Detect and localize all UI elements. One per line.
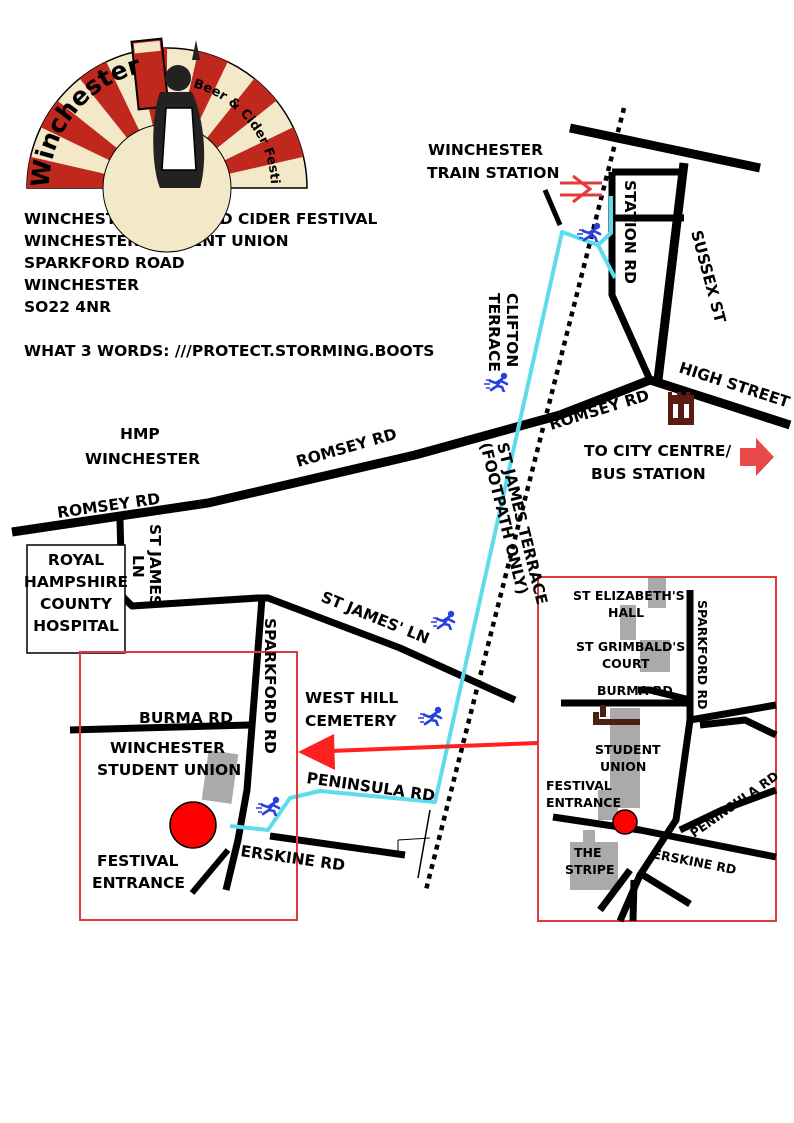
city-centre-label: TO CITY CENTRE/ bbox=[584, 442, 732, 460]
city-centre-label: BUS STATION bbox=[591, 465, 706, 483]
inset-erskine-rd-label: ERSKINE RD bbox=[651, 846, 737, 877]
station-link bbox=[612, 168, 684, 222]
train-station-label: WINCHESTER bbox=[428, 141, 543, 159]
walking-person-icon bbox=[484, 372, 509, 392]
west-hill-label: CEMETERY bbox=[305, 712, 397, 730]
address-block: WINCHESTER BEER AND CIDER FESTIVAL WINCH… bbox=[24, 208, 434, 362]
burma-rd bbox=[69, 721, 251, 734]
burma-rd-label: BURMA RD bbox=[139, 709, 233, 727]
inset-st-grimbalds-label: ST GRIMBALD'S bbox=[576, 639, 685, 654]
st-james-ln-label: LN bbox=[129, 555, 147, 578]
inset-map bbox=[552, 578, 778, 923]
inset-frame bbox=[537, 576, 777, 922]
inset-stripe-label: THE bbox=[574, 845, 602, 860]
inset-buildings bbox=[570, 578, 670, 890]
inset-stripe-label: STRIPE bbox=[565, 862, 615, 877]
inset-st-elizabeths-label: HALL bbox=[608, 605, 644, 620]
train-station-label: TRAIN STATION bbox=[427, 164, 559, 182]
hmp-label: WINCHESTER bbox=[85, 450, 200, 468]
walking-person-icon bbox=[431, 610, 456, 630]
festival-entrance-label: ENTRANCE bbox=[92, 874, 185, 892]
inset-entrance-label: ENTRANCE bbox=[546, 795, 621, 810]
inset-st-grimbalds-label: COURT bbox=[602, 656, 650, 671]
pointer-arrow bbox=[298, 734, 539, 770]
inset-st-elizabeths-label: ST ELIZABETH'S bbox=[573, 588, 685, 603]
address-line: SO22 4NR bbox=[24, 298, 111, 316]
hmp-label: HMP bbox=[120, 425, 160, 443]
inset-student-union-label: UNION bbox=[600, 759, 646, 774]
address-line: SPARKFORD ROAD bbox=[24, 254, 185, 272]
inset-entrance-label: FESTIVAL bbox=[546, 778, 612, 793]
st-james-ln bbox=[116, 519, 517, 704]
peninsula-rd-label: PENINSULA RD bbox=[305, 769, 436, 805]
arrow-right-icon bbox=[740, 438, 774, 476]
clifton-terrace-label: CLIFTON bbox=[503, 293, 521, 367]
romsey-rd bbox=[11, 375, 652, 537]
hospital-label: HAMPSHIRE bbox=[24, 573, 128, 591]
sparkford-rd-label: SPARKFORD RD bbox=[261, 618, 279, 754]
erskine-rd bbox=[269, 832, 406, 859]
barman-figure-icon bbox=[130, 37, 205, 188]
student-union-label: WINCHESTER bbox=[110, 739, 225, 757]
festival-entrance-marker bbox=[169, 801, 217, 849]
sussex-st bbox=[653, 162, 689, 381]
zoom-frame bbox=[79, 651, 298, 921]
st-james-ln-label: ST JAMES bbox=[146, 524, 164, 606]
inset-roads bbox=[552, 590, 778, 923]
station-approach bbox=[569, 123, 761, 173]
inset-student-union-label: STUDENT bbox=[595, 742, 661, 757]
hospital-label: COUNTY bbox=[40, 595, 113, 613]
railway-line bbox=[423, 107, 627, 891]
inset-burma-rd-label: BURMA RD bbox=[597, 683, 673, 698]
clifton-terrace-label: TERRACE bbox=[485, 293, 503, 372]
national-rail-icon bbox=[560, 174, 602, 204]
sussex-st-label: SUSSEX ST bbox=[687, 228, 729, 325]
inset-sparkford-rd-label: SPARKFORD RD bbox=[695, 600, 710, 710]
westgate-landmark-icon bbox=[668, 392, 694, 425]
inset-peninsula-rd-label: PENINSULA RD bbox=[687, 768, 781, 840]
walking-person-icon bbox=[256, 796, 281, 816]
what3words: WHAT 3 WORDS: ///PROTECT.STORMING.BOOTS bbox=[24, 342, 435, 360]
festival-entrance-label: FESTIVAL bbox=[97, 852, 179, 870]
address-line: WINCHESTER bbox=[24, 276, 140, 294]
side-road bbox=[189, 848, 231, 895]
walking-route bbox=[229, 196, 617, 832]
hospital-label: ROYAL bbox=[48, 551, 104, 569]
west-hill-label: WEST HILL bbox=[305, 689, 398, 707]
festival-logo: Winchester Beer & Cider Festival bbox=[0, 0, 308, 253]
inset-entrance-marker bbox=[612, 809, 638, 835]
high-street bbox=[648, 375, 792, 430]
student-union-building bbox=[201, 750, 239, 804]
student-union-label: STUDENT UNION bbox=[97, 761, 241, 779]
walking-person-icon bbox=[418, 706, 443, 726]
hospital-label: HOSPITAL bbox=[33, 617, 119, 635]
hospital-box bbox=[26, 544, 126, 654]
sparkford-rd bbox=[222, 597, 266, 891]
clifton-terrace bbox=[542, 189, 563, 226]
station-rd-label: STATION RD bbox=[621, 180, 639, 284]
